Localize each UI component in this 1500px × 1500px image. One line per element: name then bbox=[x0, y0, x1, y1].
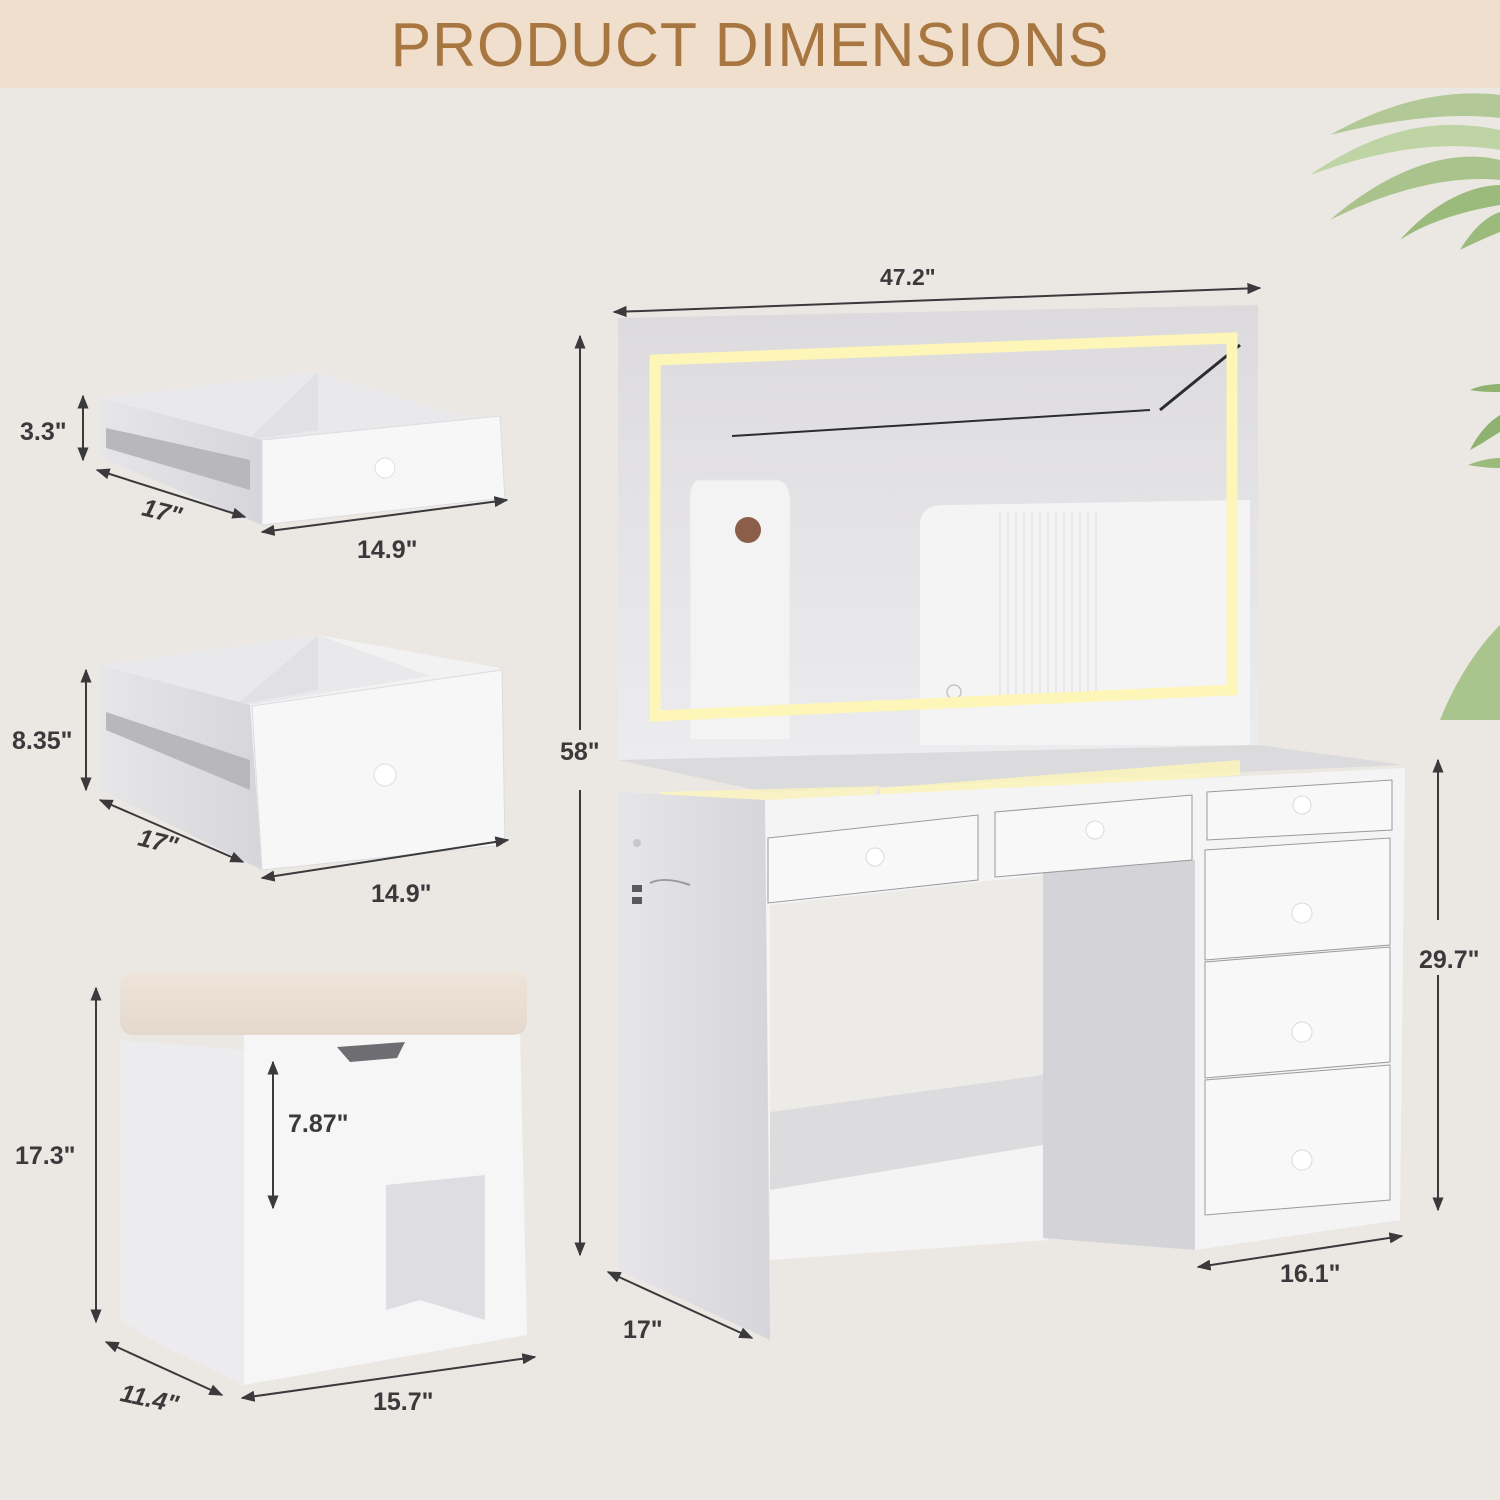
desk-height-label: 29.7" bbox=[1419, 946, 1480, 974]
stool-illustration bbox=[120, 972, 527, 1385]
title-banner: PRODUCT DIMENSIONS bbox=[0, 0, 1500, 88]
stool-storage-depth-label: 7.87" bbox=[288, 1110, 349, 1138]
small-drawer-height-label: 3.3" bbox=[20, 418, 67, 446]
small-drawer-width-label: 14.9" bbox=[357, 536, 418, 564]
stool-width-label: 15.7" bbox=[373, 1388, 434, 1416]
desk-depth-label: 17" bbox=[623, 1316, 663, 1344]
power-outlet-panel bbox=[632, 839, 691, 904]
stool-height-label: 17.3" bbox=[15, 1142, 76, 1170]
large-drawer-width-label: 14.9" bbox=[371, 880, 432, 908]
large-drawer-height-label: 8.35" bbox=[12, 727, 73, 755]
cabinet-width-label: 16.1" bbox=[1280, 1260, 1341, 1288]
plant-decoration bbox=[1310, 93, 1500, 720]
vanity-desk-illustration bbox=[618, 305, 1405, 1340]
desk-total-width-label: 47.2" bbox=[880, 264, 936, 290]
desk-total-height-label: 58" bbox=[560, 738, 600, 766]
page-title: PRODUCT DIMENSIONS bbox=[390, 11, 1110, 80]
